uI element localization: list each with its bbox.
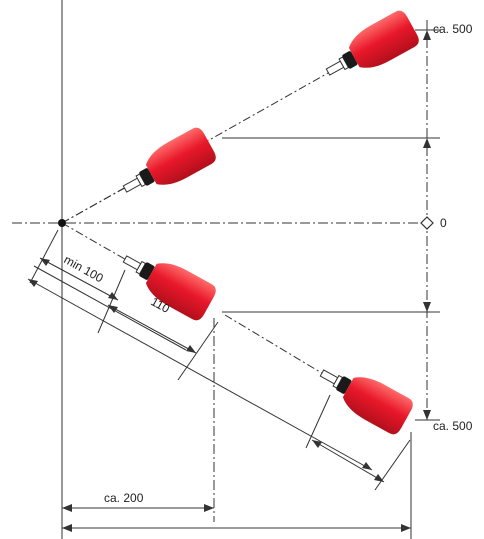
tool-top [317, 7, 423, 90]
long-dimension-lower [33, 265, 187, 351]
long-dimension-upper [27, 278, 373, 471]
arrow-up-top [423, 30, 431, 40]
origin-point [58, 219, 66, 227]
tool-axis-lower [61, 222, 131, 263]
extension-bottom-tip-perp [305, 394, 331, 449]
arrow-down-bottom [423, 410, 431, 420]
arrow-min100-start [40, 258, 50, 266]
arrow-min100-end [108, 292, 118, 300]
arrow-long-end [362, 462, 372, 470]
tool-upper [114, 124, 220, 207]
extension-bottom-end-perp [374, 439, 411, 491]
arrow-ca200-left [62, 504, 72, 512]
arrow-overall-right [401, 524, 411, 532]
bottom-tool-dimension [311, 439, 385, 483]
arrow-down-lower [423, 302, 431, 312]
tool-axis-upper [61, 184, 131, 224]
extension-tip-perp [97, 269, 126, 334]
arrow-110-end [186, 345, 196, 353]
extension-handle-end-perp [177, 321, 219, 381]
min-100-dimension [39, 257, 119, 301]
arrow-ca200-right [204, 504, 214, 512]
arrow-110-start [108, 305, 118, 313]
label-bottom-dimension: ca. 500 [433, 419, 473, 433]
tool-bottom [311, 355, 417, 438]
handle-110-dimension [107, 304, 197, 354]
tool-axis-bottom [224, 314, 326, 376]
arrow-up-upper [423, 138, 431, 148]
arrow-overall-left [62, 524, 72, 532]
tool-axis-top [61, 54, 361, 224]
arrow-long-start [28, 279, 38, 287]
extension-origin-perp [29, 229, 59, 284]
label-zero: 0 [440, 216, 447, 230]
label-horizontal-distance: ca. 200 [104, 491, 144, 505]
arrow-bottom-end [374, 474, 384, 482]
zero-marker [420, 216, 434, 230]
label-top-dimension: ca. 500 [433, 22, 473, 36]
label-min-distance: min 100 [62, 252, 106, 285]
arrow-bottom-start [312, 440, 322, 448]
